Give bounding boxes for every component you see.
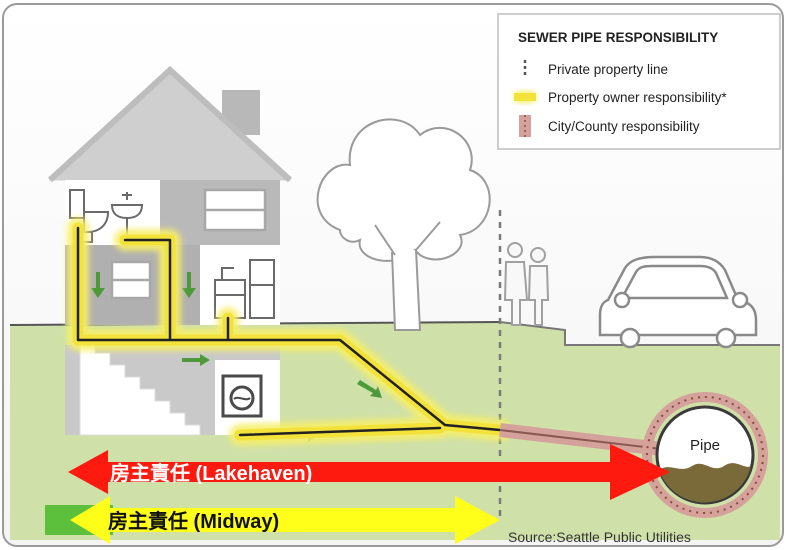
basement-stairs (79, 344, 201, 436)
tree-illustration (316, 118, 491, 331)
roof-edge (47, 65, 293, 183)
lakehaven-arrow-label: 房主責任 (Lakehaven) (110, 461, 312, 485)
pipe-label: Pipe (690, 437, 720, 454)
street-line (499, 321, 780, 346)
legend: SEWER PIPE RESPONSIBILITY Private proper… (497, 13, 781, 150)
legend-item-owner-responsibility: Property owner responsibility* (548, 90, 727, 105)
city-pipe (499, 423, 671, 457)
yellow-pipe-icon (514, 93, 536, 101)
car-illustration (598, 255, 758, 349)
legend-box (497, 13, 781, 150)
legend-title: SEWER PIPE RESPONSIBILITY (518, 30, 718, 45)
sink-icon (110, 192, 144, 240)
lakehaven-arrow: 房主責任 (Lakehaven) (68, 444, 670, 500)
legend-item-city-responsibility: City/County responsibility (548, 119, 700, 134)
owner-pipes (67, 217, 511, 446)
source-credit: Source:Seattle Public Utilities (508, 529, 691, 545)
main-sewer-pipe: Pipe (642, 392, 768, 518)
midway-arrow: 房主責任 (Midway) (70, 496, 500, 544)
house-illustration (47, 65, 293, 436)
midway-arrow-label: 房主責任 (Midway) (108, 509, 279, 533)
legend-item-property-line: Private property line (548, 62, 668, 77)
people-illustration (503, 242, 550, 326)
washer-icon (221, 374, 263, 418)
